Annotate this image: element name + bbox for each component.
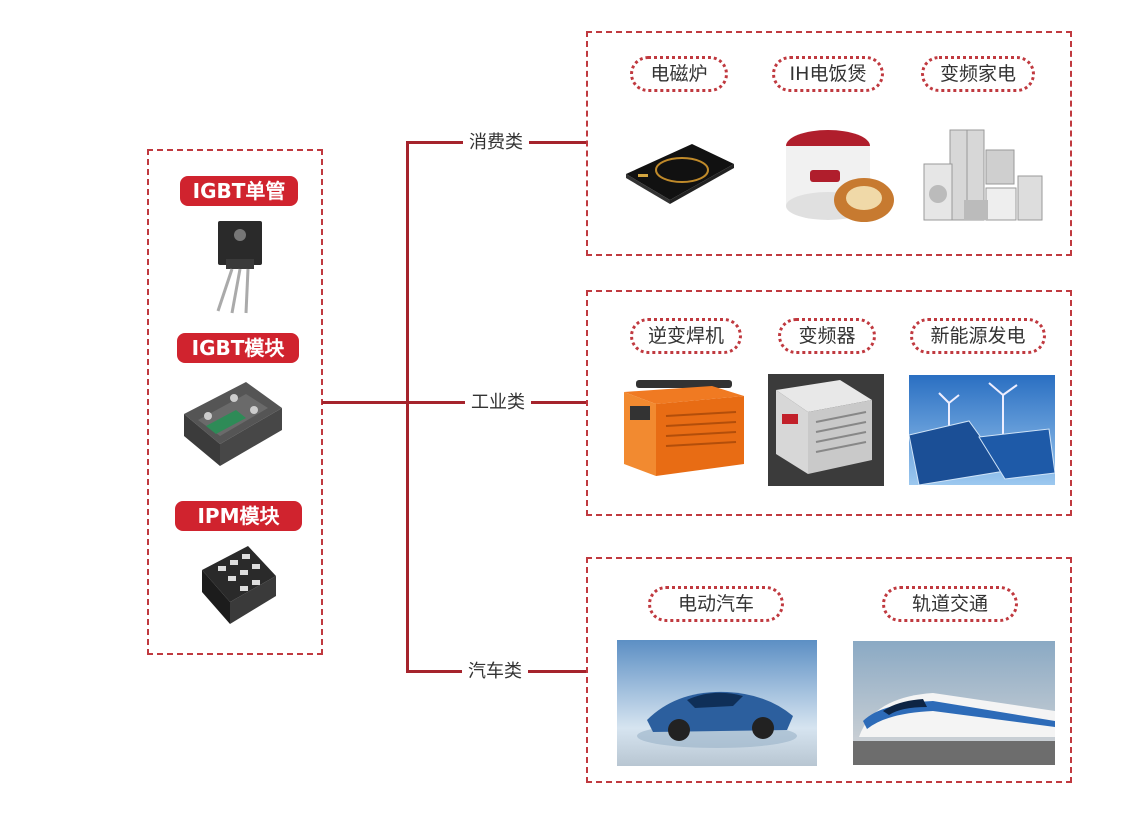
industrial-app-box <box>586 290 1072 516</box>
frequency-converter-image <box>768 374 884 486</box>
inverter-welder-image <box>620 376 748 480</box>
consumer-app-box <box>586 31 1072 256</box>
induction-cooker-image <box>622 130 738 210</box>
product-label-igbt-single: IGBT单管 <box>180 176 298 206</box>
app-label-inverter-welder: 逆变焊机 <box>630 318 742 354</box>
connector-main <box>322 401 408 404</box>
product-label-ipm-module: IPM模块 <box>175 501 302 531</box>
appliances-image <box>920 124 1046 226</box>
igbt-single-image <box>190 215 290 315</box>
renewable-power-image <box>909 375 1055 485</box>
connector-trunk <box>406 141 409 673</box>
rice-cooker-image <box>776 122 898 230</box>
app-label-electric-vehicle: 电动汽车 <box>648 586 784 622</box>
category-industrial: 工业类 <box>465 392 531 414</box>
app-label-rail-transit: 轨道交通 <box>882 586 1018 622</box>
app-label-inverter-appliance: 变频家电 <box>921 56 1035 92</box>
app-label-frequency-converter: 变频器 <box>778 318 876 354</box>
app-label-renewable-power: 新能源发电 <box>910 318 1046 354</box>
automotive-app-box <box>586 557 1072 783</box>
app-label-induction-cooker: 电磁炉 <box>630 56 728 92</box>
category-automotive: 汽车类 <box>462 661 528 683</box>
app-label-ih-rice-cooker: IH电饭煲 <box>772 56 884 92</box>
category-consumer: 消费类 <box>463 132 529 154</box>
rail-transit-image <box>853 641 1055 765</box>
igbt-module-image <box>176 374 288 474</box>
product-label-igbt-module: IGBT模块 <box>177 333 299 363</box>
electric-vehicle-image <box>617 640 817 766</box>
ipm-module-image <box>196 540 282 630</box>
